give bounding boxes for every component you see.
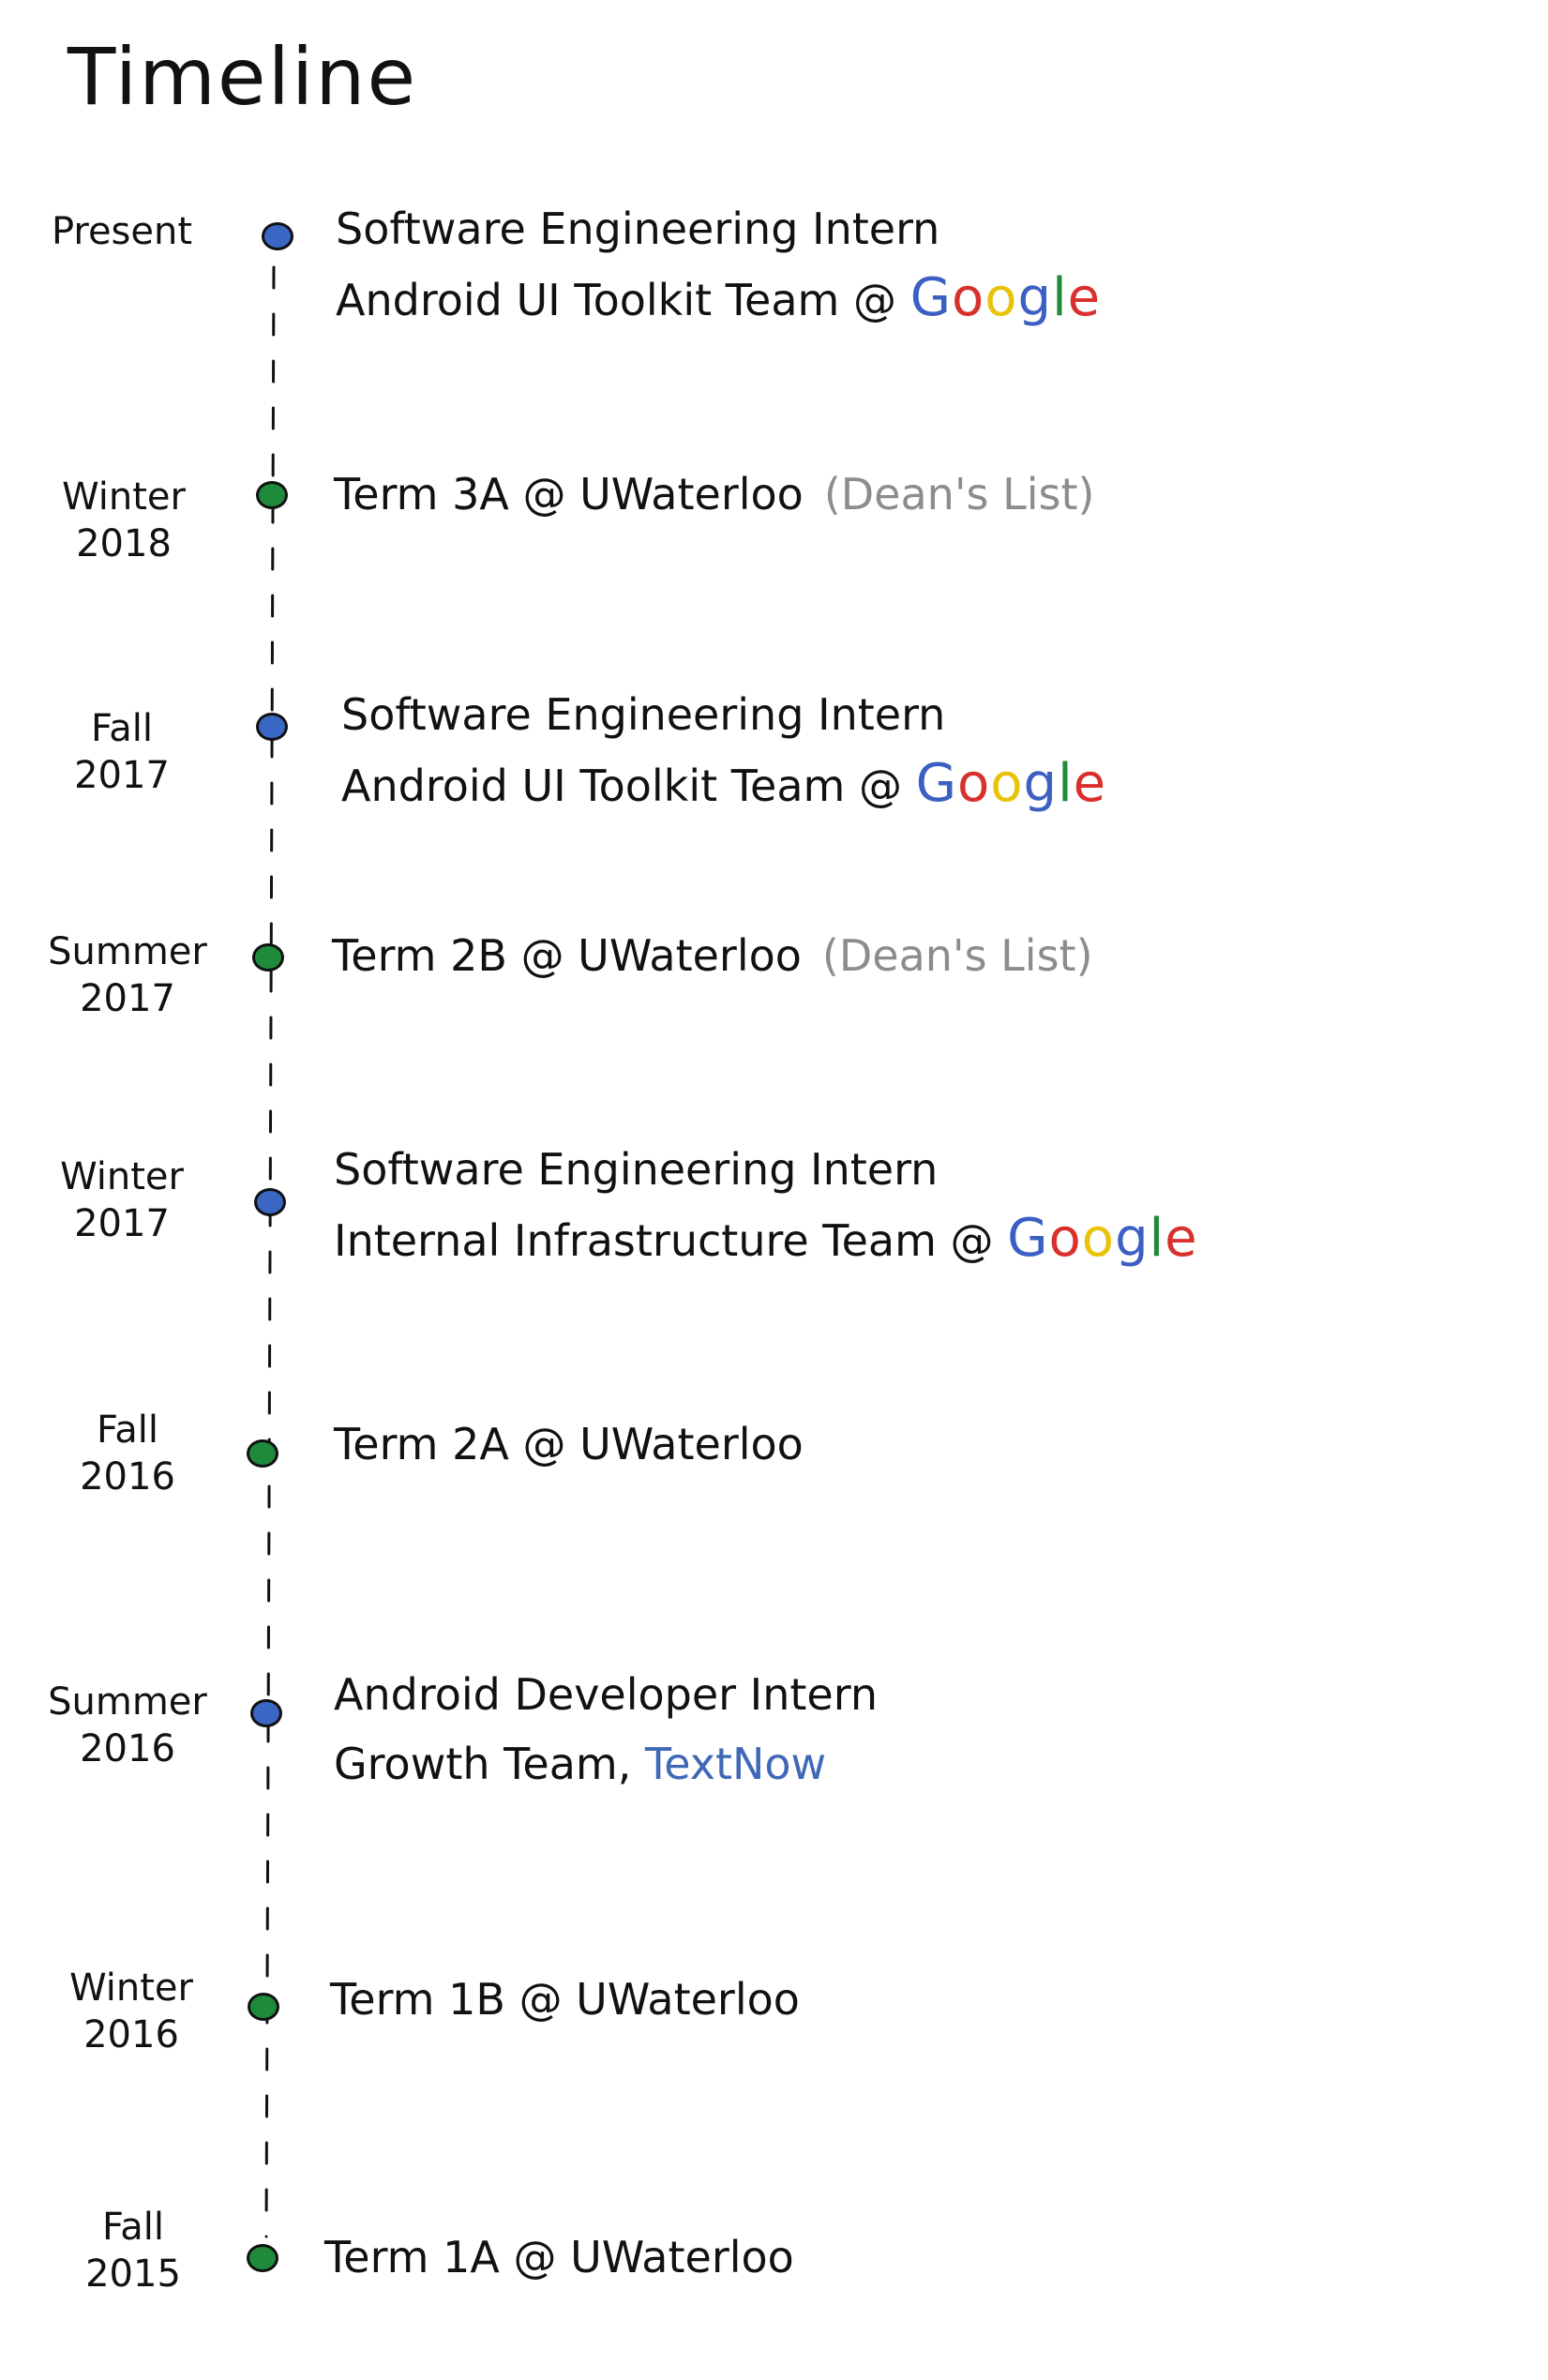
date-label: Summer 2016 xyxy=(34,1679,221,1772)
date-year: 2018 xyxy=(76,522,172,565)
google-logo: Google xyxy=(909,267,1102,328)
date-season: Fall xyxy=(96,1408,159,1452)
date-year: 2016 xyxy=(83,2013,179,2056)
timeline-dot xyxy=(250,1699,282,1727)
entry-term-text: Term 1A @ UWaterloo xyxy=(324,2232,794,2282)
date-season: Summer xyxy=(48,930,207,973)
entry-term: Term 2B @ UWaterloo Dean's List xyxy=(332,921,1093,990)
date-label: Fall 2016 xyxy=(34,1407,221,1500)
timeline-entry: Term 1A @ UWaterloo xyxy=(324,2222,794,2292)
date-year: 2015 xyxy=(85,2252,181,2296)
entry-team: Internal Infrastructure Team @ Google xyxy=(334,1204,1198,1275)
entry-role: Software Engineering Intern xyxy=(334,1144,939,1195)
deans-list-note: Dean's List xyxy=(822,930,1093,981)
timeline-dot xyxy=(254,1188,286,1216)
timeline-entry: Software Engineering Intern Android UI T… xyxy=(341,680,1106,821)
date-label: Present xyxy=(28,208,216,255)
timeline-entry: Term 2A @ UWaterloo xyxy=(334,1409,804,1479)
date-year: 2017 xyxy=(80,977,175,1020)
date-season: Winter xyxy=(60,1155,184,1198)
entry-team-text: Android UI Toolkit Team @ xyxy=(341,761,902,811)
entry-team-text: Android UI Toolkit Team @ xyxy=(336,275,896,325)
date-label: Winter 2018 xyxy=(30,474,218,567)
date-year: 2017 xyxy=(74,754,170,797)
entry-team: Growth Team, TextNow xyxy=(334,1729,878,1799)
date-label: Winter 2017 xyxy=(28,1153,216,1247)
entry-team: Android UI Toolkit Team @ Google xyxy=(341,749,1106,821)
deans-list-note: Dean's List xyxy=(824,469,1095,520)
entry-role: Software Engineering Intern xyxy=(336,203,940,254)
timeline-dot xyxy=(252,943,284,972)
entry-term-text: Term 1B @ UWaterloo xyxy=(330,1974,800,2025)
timeline-dot xyxy=(247,2244,278,2272)
google-logo: Google xyxy=(1007,1208,1198,1269)
timeline-entry: Term 3A @ UWaterloo Dean's List xyxy=(334,459,1094,529)
date-label: Winter 2016 xyxy=(38,1965,225,2058)
entry-team-text: Growth Team, xyxy=(334,1739,632,1789)
google-logo: Google xyxy=(915,753,1107,814)
textnow-link[interactable]: TextNow xyxy=(644,1739,827,1789)
timeline-dot xyxy=(256,481,288,509)
timeline-dot xyxy=(247,1439,278,1468)
entry-term-text: Term 3A @ UWaterloo xyxy=(334,469,804,520)
entry-team-text: Internal Infrastructure Team @ xyxy=(334,1215,994,1266)
timeline-dot xyxy=(248,1993,279,2021)
entry-role: Software Engineering Intern xyxy=(341,689,946,740)
date-year: 2017 xyxy=(74,1202,170,1245)
date-season: Present xyxy=(51,210,193,253)
entry-term-text: Term 2B @ UWaterloo xyxy=(332,930,802,981)
date-season: Summer xyxy=(48,1680,207,1724)
timeline-dot xyxy=(262,222,293,250)
timeline-entry: Android Developer Intern Growth Team, Te… xyxy=(334,1660,878,1799)
date-season: Winter xyxy=(69,1966,193,2010)
timeline-dot xyxy=(256,713,288,741)
page-title: Timeline xyxy=(68,31,418,123)
timeline-entry: Software Engineering Intern Android UI T… xyxy=(336,194,1101,335)
timeline-entry: Term 1B @ UWaterloo xyxy=(330,1965,800,2034)
date-year: 2016 xyxy=(80,1455,175,1499)
date-season: Fall xyxy=(101,2206,165,2249)
date-label: Summer 2017 xyxy=(34,928,221,1022)
timeline-entry: Term 2B @ UWaterloo Dean's List xyxy=(332,921,1093,990)
date-label: Fall 2017 xyxy=(28,705,216,799)
date-year: 2016 xyxy=(80,1727,175,1770)
entry-role: Android Developer Intern xyxy=(334,1669,878,1720)
date-season: Fall xyxy=(90,707,154,750)
date-label: Fall 2015 xyxy=(39,2204,227,2297)
entry-term-text: Term 2A @ UWaterloo xyxy=(334,1419,804,1469)
entry-term: Term 3A @ UWaterloo Dean's List xyxy=(334,459,1094,529)
date-season: Winter xyxy=(62,475,186,519)
entry-team: Android UI Toolkit Team @ Google xyxy=(336,264,1101,335)
timeline-entry: Software Engineering Intern Internal Inf… xyxy=(334,1135,1198,1275)
